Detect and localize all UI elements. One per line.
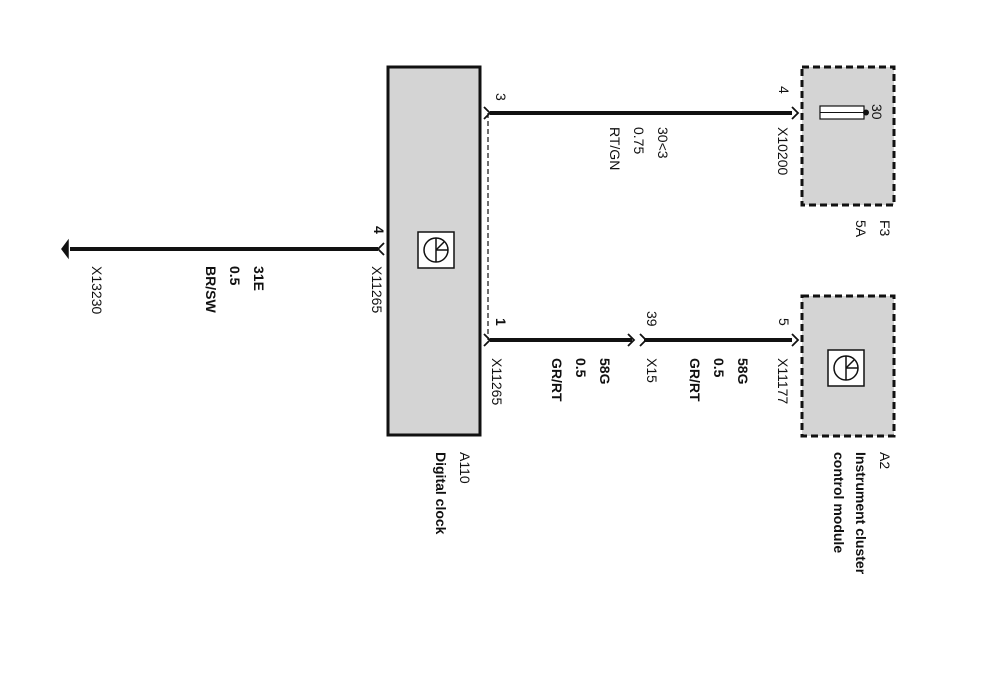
connector-x15-left (627, 333, 636, 347)
wire-bottom-left-signal: 58G (597, 358, 613, 385)
a2-name-line1: Instrument cluster (853, 452, 869, 575)
connector-x15-right (639, 333, 648, 347)
a110-control-unit-icon (417, 231, 455, 269)
pin-label-x15-39: 39 (644, 311, 660, 327)
f3-fuse-box (800, 65, 896, 207)
a110-id-label: A110 (457, 452, 473, 484)
connector-a110-pin1 (483, 333, 492, 347)
connector-label-x15: X15 (644, 358, 660, 383)
a2-name-line2: control module (831, 452, 847, 553)
a110-name-label: Digital clock (433, 452, 449, 535)
connector-label-x11265-ground: X11265 (369, 266, 385, 313)
connector-f3-pin4 (791, 106, 800, 120)
connector-label-x11177: X11177 (775, 358, 791, 404)
connector-a110-pin4 (376, 242, 385, 256)
wire-top-color: RT/GN (607, 127, 623, 170)
f3-id-label: F3 (877, 220, 893, 237)
connector-a110-pin3 (483, 106, 492, 120)
wire-bottom-left-color: GR/RT (549, 358, 565, 402)
wire-top-signal: 30<3 (655, 127, 671, 159)
pin-label-a2-5: 5 (776, 318, 792, 326)
a2-id-label: A2 (877, 452, 893, 469)
wire-bottom-right-color: GR/RT (687, 358, 703, 402)
connector-a2-pin5 (791, 333, 800, 347)
wire-top-gauge: 0.75 (631, 127, 647, 154)
ground-icon (61, 238, 69, 260)
connector-label-x13230: X13230 (89, 266, 105, 314)
wire-ground-gauge: 0.5 (227, 266, 243, 286)
fuse-icon (819, 105, 869, 120)
wire-ground-color: BR/SW (203, 266, 219, 313)
pin-label-a110-4: 4 (371, 226, 387, 234)
wire-bottom-right-gauge: 0.5 (711, 358, 727, 378)
connector-label-x10200: X10200 (775, 127, 791, 175)
terminal-label-f3-30: 30 (869, 104, 885, 120)
a2-control-unit-icon (827, 349, 865, 387)
pin-label-f3-4: 4 (776, 86, 792, 94)
connector-symbols (376, 106, 800, 347)
pin-label-a110-3: 3 (493, 93, 509, 101)
wire-ground-signal: 31E (251, 266, 267, 291)
f3-rating-label: 5A (853, 220, 869, 238)
connector-label-x11265-bottom: X11265 (489, 358, 505, 405)
wire-bottom-left-gauge: 0.5 (573, 358, 589, 378)
pin-label-a110-1: 1 (493, 318, 509, 326)
wire-bottom-right-signal: 58G (735, 358, 751, 385)
